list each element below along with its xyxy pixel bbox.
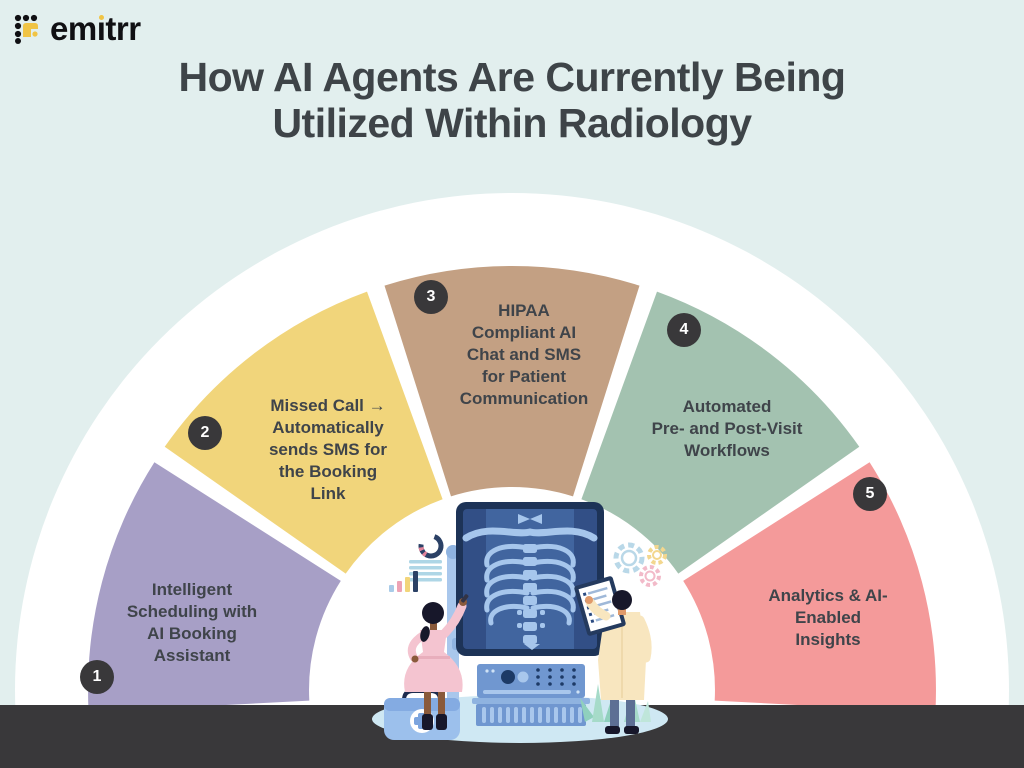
clipboard <box>574 576 626 636</box>
segment-1-badge: 1 <box>80 660 114 694</box>
page-title: How AI Agents Are Currently Being Utiliz… <box>178 54 846 146</box>
segment-2-badge: 2 <box>188 416 222 450</box>
radiologist-female <box>404 594 469 730</box>
segment-4-badge: 4 <box>667 313 701 347</box>
spine-xray <box>517 514 545 650</box>
segment-5-badge: 5 <box>853 477 887 511</box>
segment-3-label: HIPAA Compliant AI Chat and SMS for Pati… <box>459 301 589 408</box>
radiology-illustration <box>372 502 668 743</box>
segment-4-wedge <box>581 291 860 574</box>
segment-5-label: Analytics & AI- Enabled Insights <box>768 586 888 649</box>
donut-chart-icon <box>418 533 444 559</box>
logo-i-dot <box>98 15 104 20</box>
segment-2-wedge <box>164 291 443 574</box>
segment-5-wedge <box>683 462 936 713</box>
first-aid-kit <box>384 689 460 740</box>
segment-2-label: Missed Call → Automatically sends SMS fo… <box>268 396 388 503</box>
segment-1-label: Intelligent Scheduling with AI Booking A… <box>126 580 258 665</box>
console-unit <box>472 664 590 726</box>
radiologist-male <box>574 576 652 734</box>
segment-4-label: Automated Pre- and Post-Visit Workflows <box>651 397 803 460</box>
xray-monitor <box>456 502 604 656</box>
segment-3-badge: 3 <box>414 280 448 314</box>
gears-icon <box>613 542 667 587</box>
ribcage-xray <box>462 527 598 626</box>
bar-chart-icon <box>389 571 418 592</box>
segment-1-wedge <box>88 462 341 713</box>
emitrr-logo-icon <box>14 14 38 44</box>
segment-3-wedge <box>384 265 640 497</box>
